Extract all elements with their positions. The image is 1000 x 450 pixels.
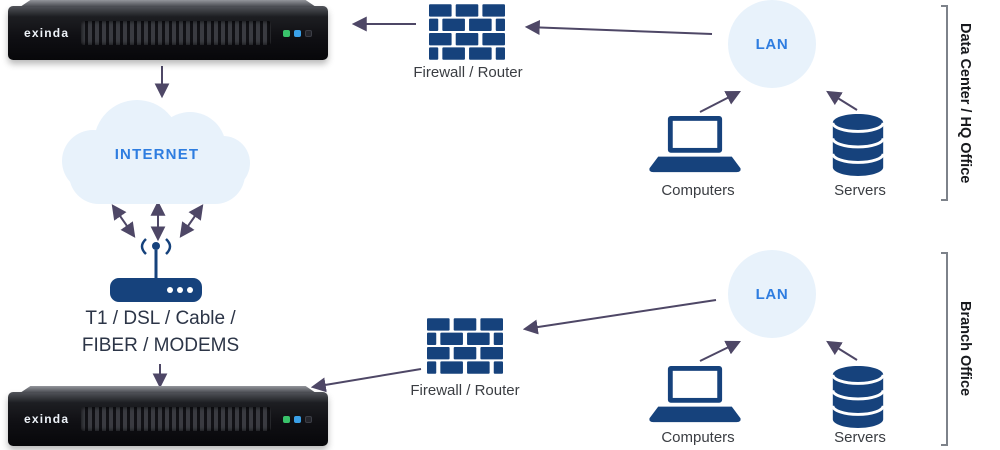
arrow-computers-to-lan-bottom bbox=[699, 340, 742, 362]
laptop-icon-branch bbox=[649, 366, 741, 423]
appliance-vent-grille bbox=[81, 407, 271, 431]
arrow-servers-to-lan-bottom bbox=[826, 340, 858, 361]
cloud-base bbox=[69, 144, 245, 204]
led-green bbox=[283, 415, 290, 423]
wan-link-line1: T1 / DSL / Cable / bbox=[85, 308, 236, 329]
led-blue bbox=[294, 29, 301, 37]
appliance-status-leds bbox=[283, 415, 312, 423]
lan-label-branch: LAN bbox=[755, 285, 789, 303]
modem-icon bbox=[110, 238, 202, 302]
bracket-hq bbox=[941, 5, 948, 201]
power-button bbox=[305, 29, 312, 37]
wan-link-types: T1 / DSL / Cable / FIBER / MODEMS bbox=[38, 305, 283, 359]
servers-label-hq: Servers bbox=[834, 182, 886, 199]
appliance-vent-grille bbox=[81, 21, 271, 45]
lan-label-hq: LAN bbox=[755, 35, 789, 53]
lan-bubble-hq: LAN bbox=[728, 0, 816, 88]
appliance-status-leds bbox=[283, 29, 312, 37]
servers-icon-branch bbox=[831, 366, 885, 428]
computers-label-hq: Computers bbox=[661, 182, 735, 199]
servers-icon-hq bbox=[831, 114, 885, 176]
bracket-branch bbox=[941, 252, 948, 446]
led-blue bbox=[294, 415, 301, 423]
arrow-servers-to-lan-top bbox=[826, 90, 858, 111]
servers-label-branch: Servers bbox=[834, 429, 886, 446]
laptop-icon-hq bbox=[649, 116, 741, 173]
appliance-brand-label: exinda bbox=[24, 412, 70, 426]
lan-bubble-branch: LAN bbox=[728, 250, 816, 338]
firewall-label-branch: Firewall / Router bbox=[410, 382, 520, 399]
brick-pattern bbox=[429, 4, 505, 60]
firewall-icon-hq bbox=[429, 4, 505, 60]
internet-cloud: INTERNET bbox=[62, 100, 252, 208]
wan-link-line2: FIBER / MODEMS bbox=[81, 335, 240, 356]
power-button bbox=[305, 415, 312, 423]
arrow-internet-modem-left bbox=[111, 204, 136, 238]
internet-label: INTERNET bbox=[114, 146, 200, 163]
led-green bbox=[283, 29, 290, 37]
exinda-appliance-hq: exinda bbox=[8, 6, 328, 60]
arrow-internet-modem-right bbox=[179, 204, 204, 238]
arrow-lan-to-firewall-bottom bbox=[522, 299, 717, 335]
section-label-branch: Branch Office bbox=[957, 301, 973, 397]
computers-label-branch: Computers bbox=[661, 429, 735, 446]
firewall-icon-branch bbox=[427, 318, 503, 374]
section-label-hq: Data Center / HQ Office bbox=[957, 22, 973, 184]
firewall-label-hq: Firewall / Router bbox=[413, 64, 523, 81]
brick-pattern bbox=[427, 318, 503, 374]
arrow-lan-to-firewall-top bbox=[524, 19, 713, 35]
appliance-brand-label: exinda bbox=[24, 26, 70, 40]
arrow-computers-to-lan-top bbox=[699, 90, 742, 113]
exinda-appliance-branch: exinda bbox=[8, 392, 328, 446]
